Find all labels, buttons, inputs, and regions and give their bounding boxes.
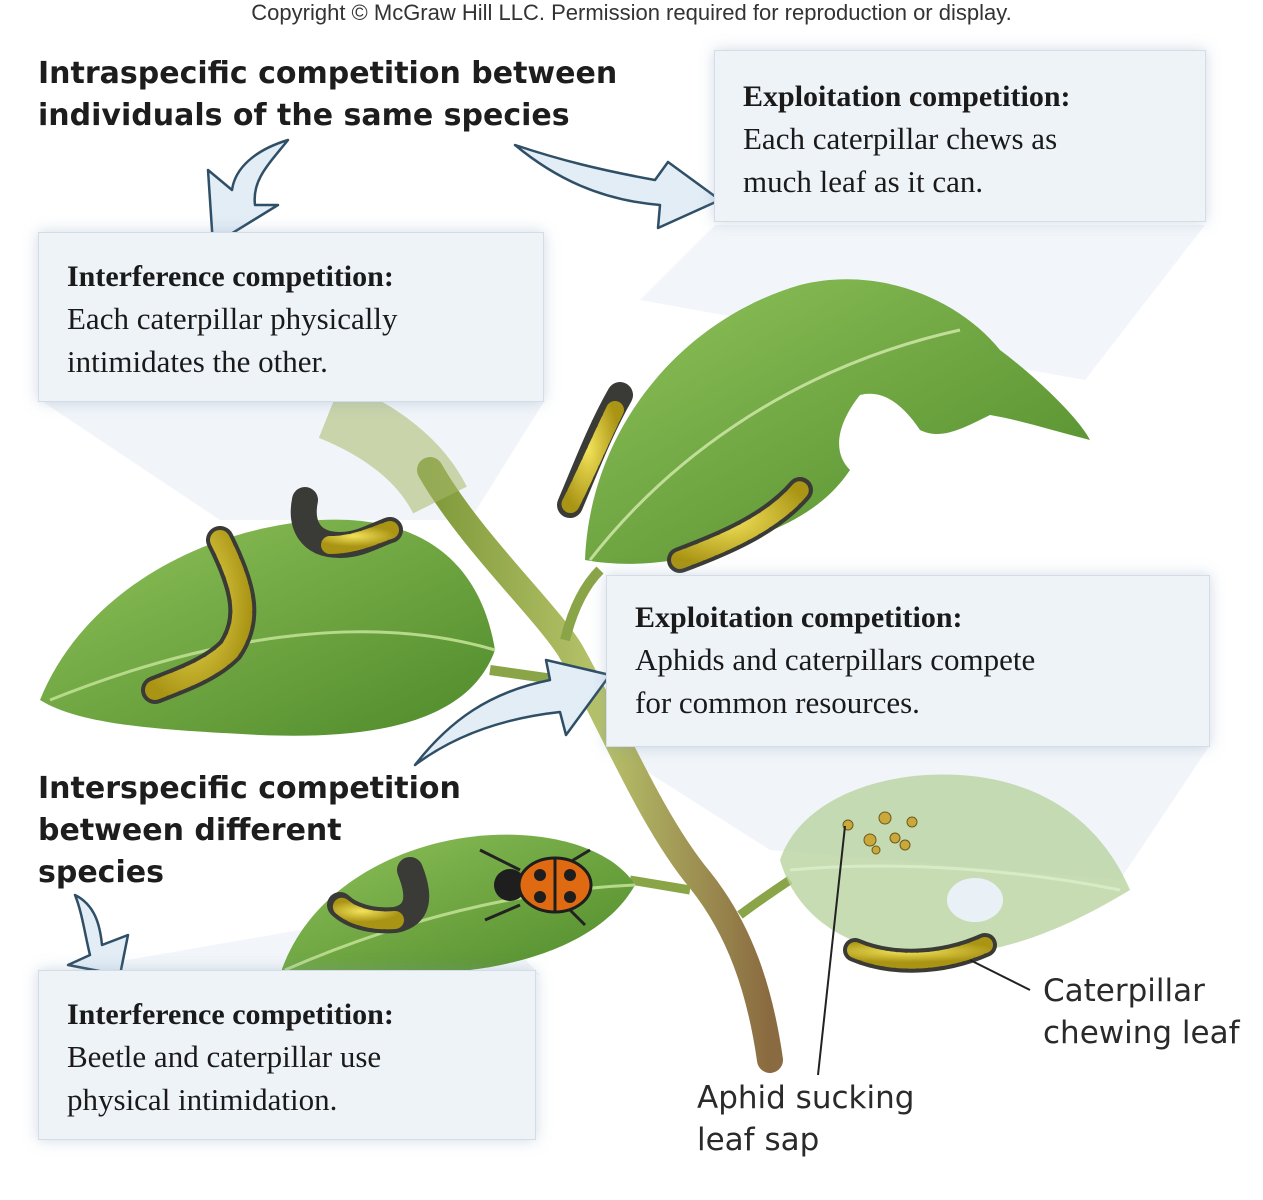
box-text: Each caterpillar chews as much leaf as i… — [743, 121, 1058, 199]
beetle — [479, 848, 593, 927]
box-text: Aphids and caterpillars compete for comm… — [635, 642, 1036, 720]
chewed-hole — [947, 878, 1003, 922]
caterpillar-chewing — [843, 933, 997, 973]
heading-intraspecific: Intraspecific competition between indivi… — [38, 56, 618, 133]
leaf-upper-right — [585, 279, 1090, 564]
arrow-intraspecific-left — [206, 138, 290, 247]
leaf-stalk-left — [489, 665, 561, 685]
caterpillar-upper-2 — [667, 477, 813, 573]
arrow-intraspecific-right — [513, 143, 722, 230]
box-interference-bottom: Interference competition: Beetle and cat… — [38, 970, 536, 1140]
leader-caterpillar — [969, 959, 1031, 991]
leaf-lower-right — [780, 774, 1130, 956]
caterpillar-left-1 — [141, 526, 257, 704]
caterpillar-bottom — [327, 857, 430, 934]
caterpillar-upper-1 — [557, 382, 633, 518]
box-text: Each caterpillar physically intimidates … — [67, 301, 398, 379]
leader-aphid — [817, 825, 846, 1076]
aphids — [842, 811, 918, 855]
box-interference-top: Interference competition: Each caterpill… — [38, 232, 544, 402]
box-title: Interference competition: — [67, 998, 394, 1031]
stem-upper — [318, 382, 467, 515]
leaf-stalk-bottom — [629, 875, 691, 895]
label-aphid-sucking: Aphid sucking leaf sap — [697, 1080, 915, 1158]
copyright-notice: Copyright © McGraw Hill LLC. Permission … — [251, 0, 1012, 25]
leaf-left — [40, 519, 495, 736]
leaf-stalk-lower-right — [737, 876, 793, 919]
box-text: Beetle and caterpillar use physical inti… — [67, 1039, 382, 1117]
heading-interspecific: Interspecific competition between differ… — [38, 771, 461, 890]
box-title: Interference competition: — [67, 260, 394, 293]
box-title: Exploitation competition: — [743, 80, 1071, 113]
box-title: Exploitation competition: — [635, 601, 963, 634]
plant-stem — [417, 457, 783, 1073]
leaf-stalk-upper-right — [560, 566, 604, 642]
label-caterpillar-chewing: Caterpillar chewing leaf — [1043, 973, 1240, 1051]
arrow-interspecific-down — [66, 893, 130, 977]
box-exploitation-mid: Exploitation competition: Aphids and cat… — [606, 575, 1210, 747]
caterpillar-left-2 — [290, 487, 403, 559]
box-exploitation-top: Exploitation competition: Each caterpill… — [714, 50, 1206, 222]
